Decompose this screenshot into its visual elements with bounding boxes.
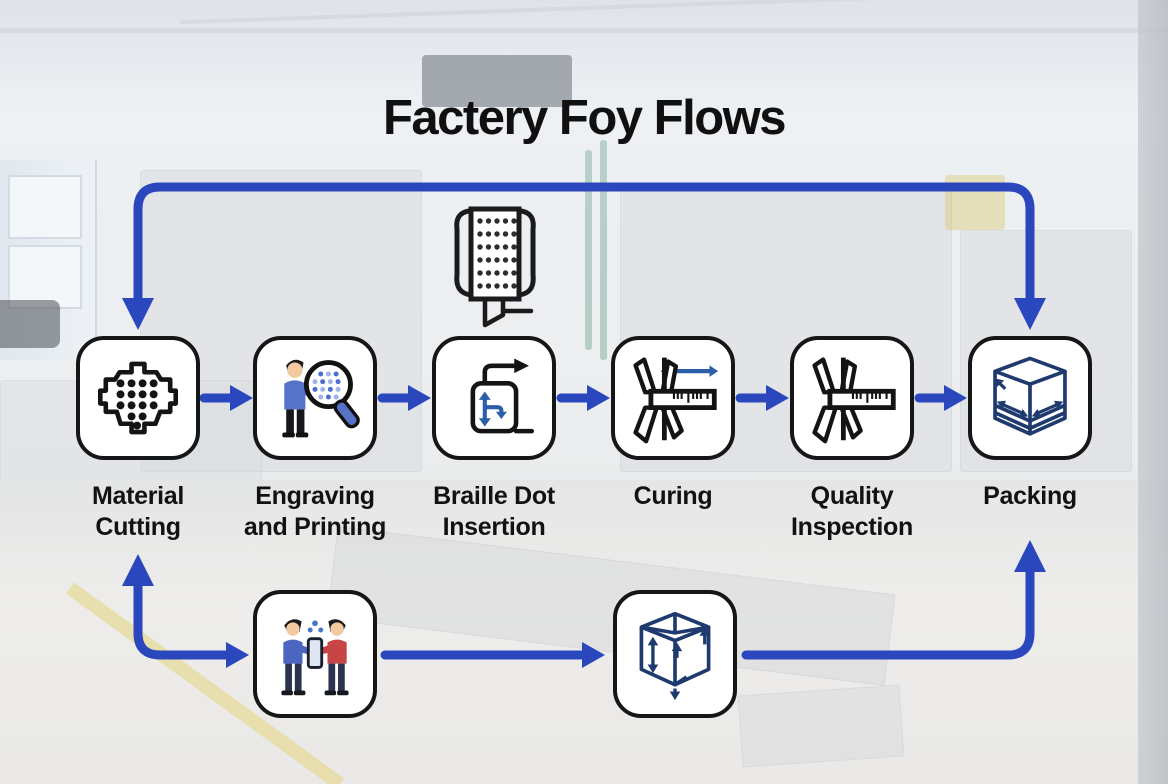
wireframe-box-icon — [639, 611, 711, 701]
page-title: Factery Foy Flows — [382, 91, 787, 145]
arrowhead — [944, 385, 967, 411]
node-braille-dot-insertion — [432, 336, 556, 460]
node-engraving-printing — [253, 336, 377, 460]
step-label-braille-dot-insertion: Braille Dot Insertion — [433, 482, 555, 541]
arrow-bottom-elbow — [133, 579, 230, 660]
step-label-engraving-printing: Engraving and Printing — [243, 482, 387, 541]
node-quality-inspection — [790, 336, 914, 460]
background-overhead-machine — [422, 55, 572, 107]
node-packing — [968, 336, 1092, 460]
caliper-icon — [812, 357, 896, 444]
node-wireframe-box — [613, 590, 737, 718]
arrowhead — [587, 385, 610, 411]
background-pipe — [600, 140, 607, 360]
caliper-measure-icon — [633, 357, 719, 444]
arrowhead-into-handoff — [226, 642, 249, 668]
step-label-packing: Packing — [983, 482, 1077, 510]
node-material-cutting — [76, 336, 200, 460]
background-pipe — [585, 150, 592, 350]
step-label-quality-inspection: Quality Inspection — [790, 482, 913, 541]
node-curing — [611, 336, 735, 460]
arrowhead-up-to-packing — [1014, 540, 1046, 572]
arrow-box-packing — [741, 563, 1035, 660]
inspector-magnifier-icon — [282, 359, 360, 438]
background-window-pane — [8, 175, 82, 239]
handoff-people-icon — [281, 619, 349, 696]
arrowhead-into-wireframe-box — [582, 642, 605, 668]
arrowhead-up-to-material-cutting — [122, 554, 154, 586]
arrowhead — [230, 385, 253, 411]
arrow-top-loop — [133, 182, 1035, 305]
arrowhead-into-packing-top — [1014, 298, 1046, 330]
packing-box-icon — [993, 356, 1067, 436]
arrowhead — [408, 385, 431, 411]
step-label-material-cutting: Material Cutting — [91, 482, 185, 541]
braille-plate-icon — [454, 206, 536, 328]
perforated-plate-icon — [97, 361, 179, 435]
node-handoff — [253, 590, 377, 718]
arrowhead — [766, 385, 789, 411]
background-dark-machine — [0, 300, 60, 348]
dot-insertion-icon — [470, 358, 535, 434]
arrowhead-into-material-cutting — [122, 298, 154, 330]
background-beam — [0, 28, 1168, 33]
background-window-pane — [8, 245, 82, 309]
step-label-curing: Curing — [633, 482, 713, 510]
